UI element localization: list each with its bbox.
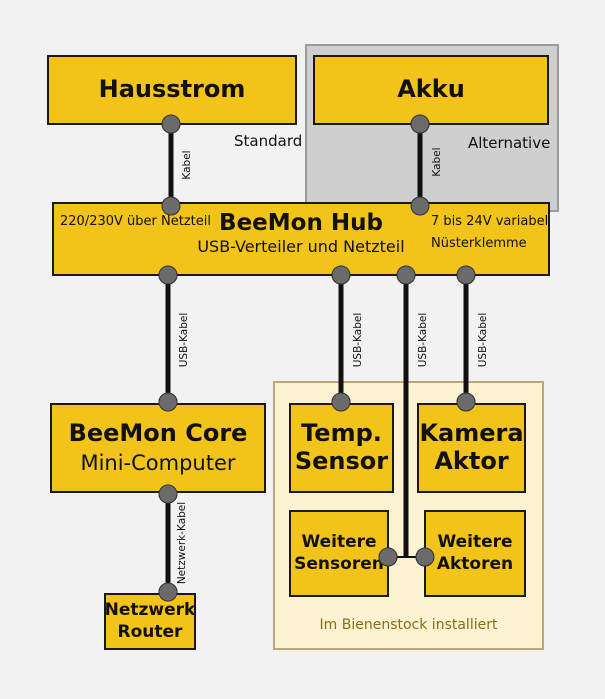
connector-more-sensors-overlay <box>378 547 398 567</box>
connector-core-net-overlay <box>158 484 178 504</box>
hub-battery-voltage-note: 7 bis 24V variabel <box>431 214 549 229</box>
more-sensors-box: Weitere Sensoren <box>289 510 389 597</box>
battery-box: Akku <box>313 55 549 125</box>
connector-battery-overlay <box>410 114 430 134</box>
router-line-2: Router <box>117 621 183 642</box>
cable-label-battery: Kabel <box>431 147 443 176</box>
connector-more-actuators-overlay <box>415 547 435 567</box>
connector-mains-overlay <box>161 114 181 134</box>
connector-hub-core-overlay <box>158 265 178 285</box>
connector-router-overlay <box>158 582 178 602</box>
camera-line-2: Aktor <box>434 447 509 475</box>
more-actuators-line-2: Aktoren <box>436 553 514 574</box>
core-title: BeeMon Core <box>68 418 248 447</box>
core-subtitle: Mini-Computer <box>80 451 236 476</box>
connector-hub-battery-overlay <box>410 196 430 216</box>
hub-title: BeeMon Hub <box>219 210 383 236</box>
connector-temp-overlay <box>331 392 351 412</box>
hub-heading: BeeMon Hub USB-Verteiler und Netzteil <box>54 210 548 256</box>
connector-hub-temp-overlay <box>331 265 351 285</box>
temp-sensor-line-1: Temp. <box>301 419 382 448</box>
mains-standard-note: Standard <box>234 132 303 150</box>
battery-alternative-note: Alternative <box>468 134 551 152</box>
cable-label-more: USB-Kabel <box>417 313 429 368</box>
connector-hub-camera-overlay <box>456 265 476 285</box>
router-line-1: Netzwerk <box>104 600 196 621</box>
connector-hub-more-overlay <box>396 265 416 285</box>
hub-mains-input-note: 220/230V über Netzteil <box>60 214 211 229</box>
cable-label-mains: Kabel <box>181 150 193 179</box>
more-sensors-line-1: Weitere <box>301 532 377 553</box>
router-box: Netzwerk Router <box>104 593 196 650</box>
hub-clamp-note: Nüsterklemme <box>431 236 527 251</box>
more-actuators-line-1: Weitere <box>437 532 513 553</box>
hub-subtitle: USB-Verteiler und Netzteil <box>197 237 405 257</box>
connector-core-overlay <box>158 392 178 412</box>
cable-label-network: Netzwerk-Kabel <box>176 502 188 584</box>
mains-power-title: Hausstrom <box>98 75 246 104</box>
hub-box: BeeMon Hub USB-Verteiler und Netzteil 22… <box>52 202 550 276</box>
core-box: BeeMon Core Mini-Computer <box>50 403 266 493</box>
battery-title: Akku <box>397 75 465 104</box>
camera-line-1: Kamera <box>419 419 524 448</box>
camera-actuator-box: Kamera Aktor <box>417 403 526 493</box>
more-actuators-box: Weitere Aktoren <box>424 510 526 597</box>
connector-camera-overlay <box>456 392 476 412</box>
cable-label-temp: USB-Kabel <box>352 313 364 368</box>
temp-sensor-box: Temp. Sensor <box>289 403 394 493</box>
more-sensors-line-2: Sensoren <box>294 553 384 574</box>
beehive-caption: Im Bienenstock installiert <box>319 617 498 633</box>
cable-label-core: USB-Kabel <box>178 313 190 368</box>
connector-hub-mains-overlay <box>161 196 181 216</box>
cable-label-camera: USB-Kabel <box>477 313 489 368</box>
temp-sensor-line-2: Sensor <box>294 447 389 475</box>
